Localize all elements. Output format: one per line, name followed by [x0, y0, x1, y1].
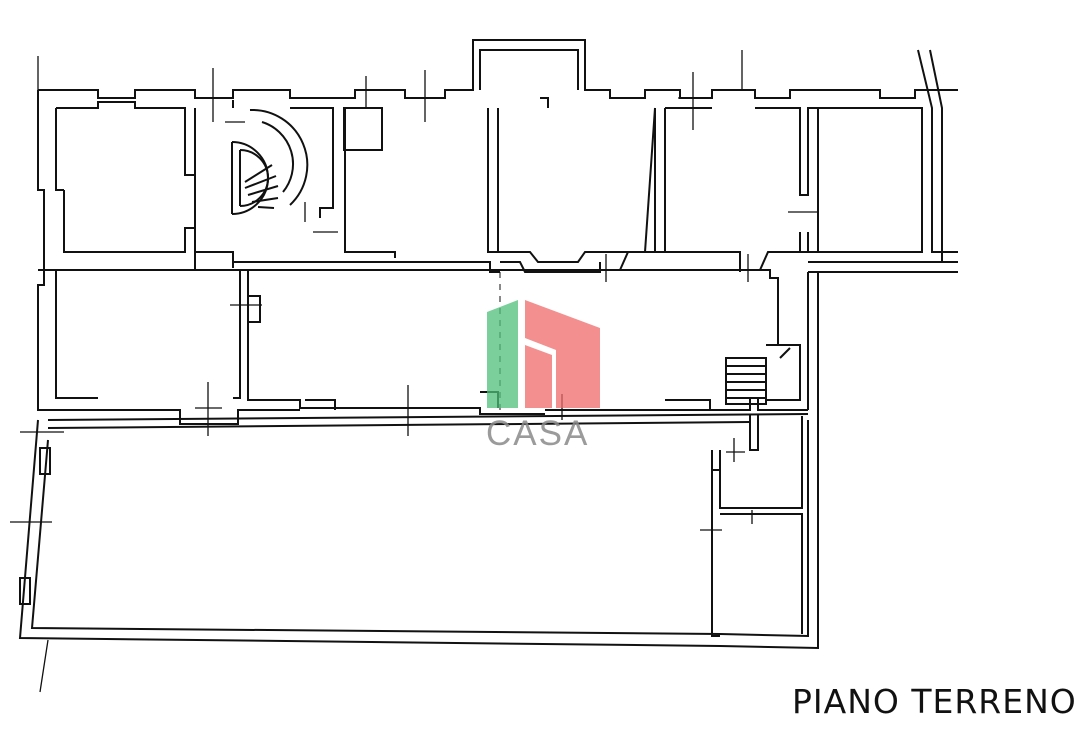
lower-area [19, 413, 809, 637]
logo-mark [487, 300, 600, 408]
straight-staircase [725, 344, 801, 405]
logo-text: CASA [486, 414, 590, 453]
middle-hall [38, 269, 808, 425]
logo-green-shape [487, 300, 518, 408]
floor-label: PIANO TERRENO [792, 682, 1077, 721]
spiral-staircase [231, 108, 309, 215]
upper-rooms [194, 97, 923, 273]
logo-red-shape [525, 300, 600, 408]
logo-red-lower [525, 345, 552, 408]
outer-walls [18, 39, 958, 650]
section-marks [10, 50, 818, 693]
